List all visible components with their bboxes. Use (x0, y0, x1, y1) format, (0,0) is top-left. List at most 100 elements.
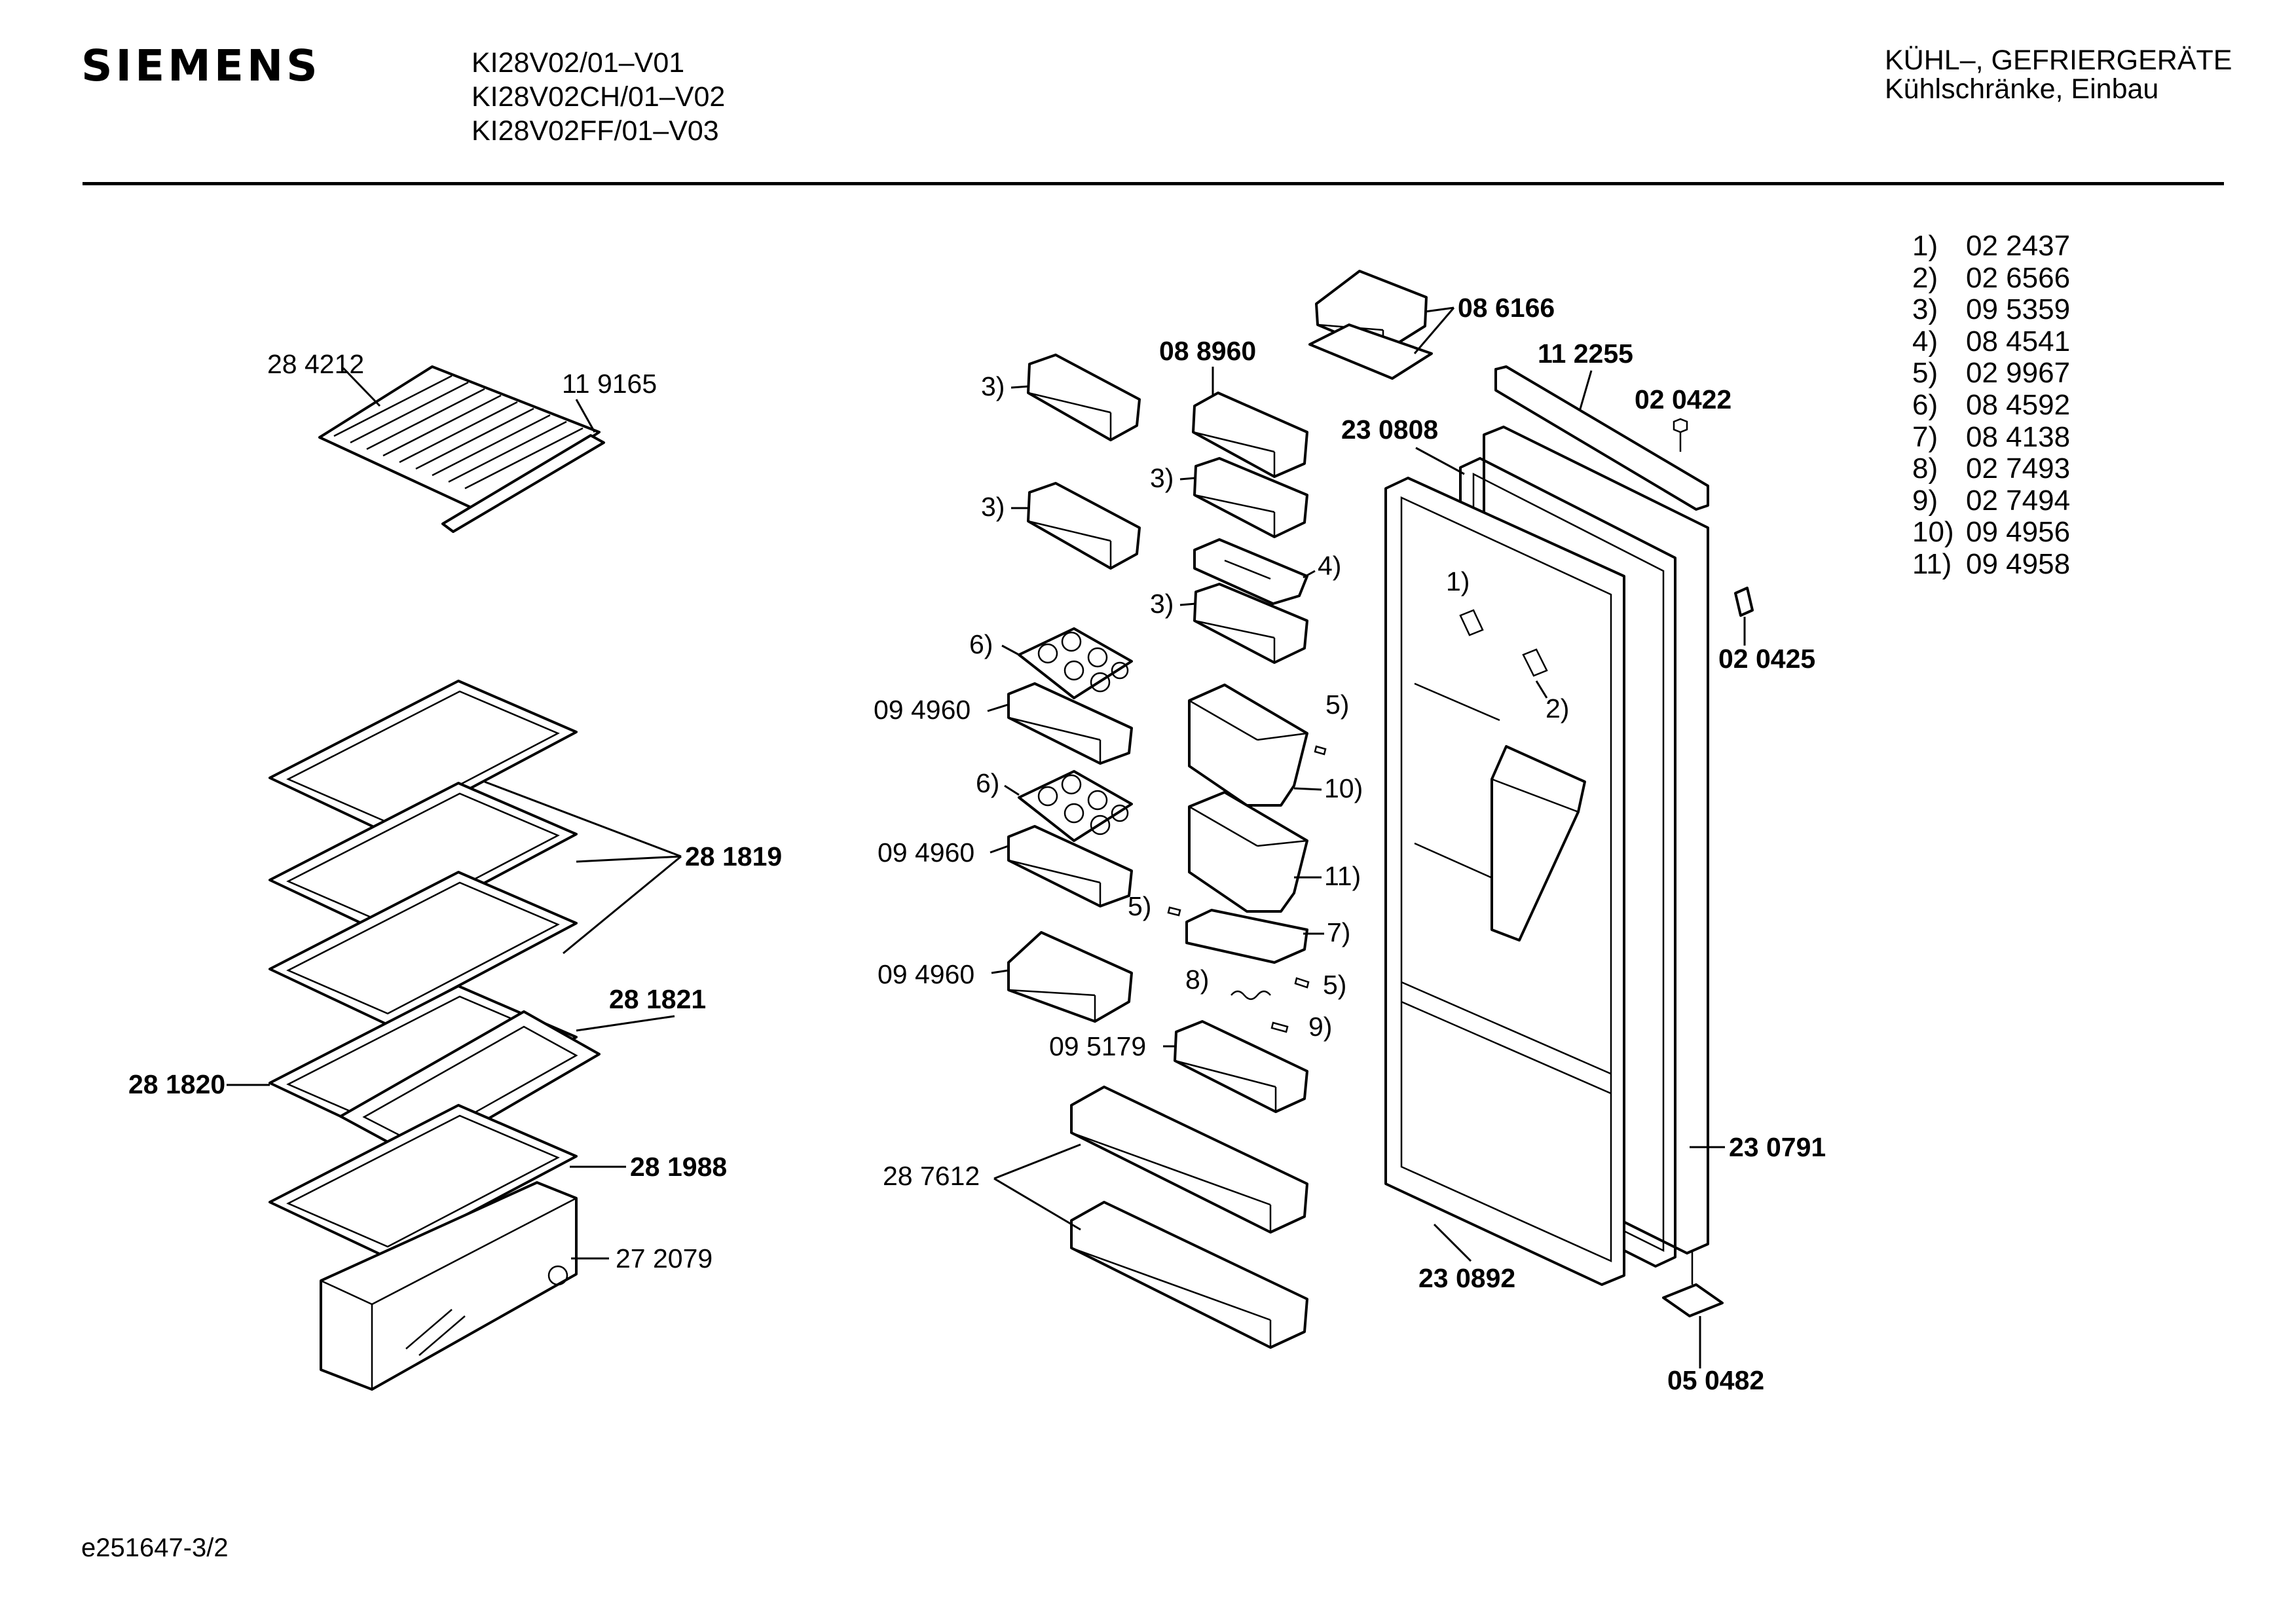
part-label: 11 2255 (1538, 339, 1633, 369)
door-bin-large (1070, 1086, 1308, 1234)
leader-line (1293, 787, 1322, 791)
part-label: 28 1820 (128, 1069, 225, 1099)
part-label: 09 5179 (1049, 1031, 1146, 1061)
door-bin (1027, 482, 1141, 570)
callout-label: 8) (1185, 964, 1209, 995)
egg-tray (1018, 770, 1133, 842)
legend-row: 11) 09 4958 (1912, 547, 2071, 581)
catch-2 (1522, 648, 1548, 677)
legend-part-number: 08 4138 (1966, 420, 2071, 453)
legend-part-number: 08 4592 (1966, 388, 2071, 421)
legend-part-number: 02 7494 (1966, 484, 2071, 517)
legend-row: 5)02 9967 (1912, 357, 2070, 390)
leader-line (576, 1015, 675, 1032)
catch-1 (1459, 609, 1484, 636)
leader-line (993, 1177, 1081, 1231)
leader-line (1004, 784, 1020, 796)
leader-line (484, 780, 682, 858)
part-label: 08 8960 (1159, 336, 1256, 366)
legend-row: 8)02 7493 (1912, 453, 2070, 485)
part-label: 05 0482 (1667, 1365, 1764, 1395)
legend-part-number: 08 4541 (1966, 325, 2071, 357)
legend-index: 1) (1912, 230, 1938, 262)
part-label: 09 4960 (874, 695, 971, 725)
leader-line (575, 399, 596, 433)
model-number: KI28V02FF/01–V03 (472, 115, 719, 147)
callout-label: 11) (1324, 861, 1361, 891)
legend-index: 10) (1912, 516, 1954, 549)
part-label: 28 4212 (267, 349, 364, 379)
legend-index: 5) (1912, 357, 1938, 390)
callout-label: 9) (1308, 1012, 1332, 1042)
leader-line (563, 855, 682, 955)
leader-line (991, 969, 1009, 974)
legend-part-number: 02 7493 (1966, 452, 2071, 485)
legend-index: 11) (1912, 547, 1952, 580)
egg-tray-box (1007, 825, 1133, 907)
leader-line (1001, 644, 1020, 656)
callout-label: 1) (1446, 566, 1470, 596)
bottom-hinge (1662, 1252, 1724, 1317)
egg-tray-box (1007, 682, 1133, 765)
part-label: 23 0791 (1729, 1132, 1826, 1162)
legend-part-number: 02 6566 (1966, 261, 2071, 294)
door-liner (1384, 477, 1625, 1286)
screw-icon (1167, 906, 1181, 917)
spring-icon (1231, 990, 1271, 1000)
leader-line (1535, 680, 1548, 699)
screw-icon (1294, 977, 1310, 989)
leader-line (990, 845, 1009, 854)
hinge-bracket (1185, 909, 1308, 964)
hinge-bar (1494, 365, 1709, 511)
legend-index: 2) (1912, 261, 1938, 294)
grid-shelf (318, 365, 605, 533)
legend-row: 2) 02 6566 (1912, 261, 2071, 295)
glass-shelf (268, 871, 578, 1025)
butter-bin (1174, 1020, 1308, 1113)
glass-shelf (268, 782, 578, 936)
leader-line (1010, 385, 1030, 389)
glass-shelf (268, 680, 578, 834)
part-label: 11 9165 (562, 369, 657, 399)
legend-part-number: 09 4958 (1966, 547, 2071, 580)
callout-label: 6) (969, 629, 993, 659)
callout-label: 3) (1150, 589, 1174, 619)
door-bin (1027, 354, 1141, 441)
part-label: 28 1821 (609, 984, 706, 1014)
category-title: KÜHL–, GEFRIERGERÄTE (1885, 45, 2232, 76)
drawing-id: e251647-3/2 (81, 1533, 229, 1562)
legend-row: 1)02 2437 (1912, 230, 2070, 263)
part-label: 08 6166 (1458, 293, 1555, 323)
callout-label: 5) (1128, 891, 1151, 921)
door-bin (1193, 457, 1308, 538)
legend-row: 6)08 4592 (1912, 388, 2071, 422)
callout-label: 10) (1324, 773, 1363, 803)
model-number: KI28V02CH/01–V02 (472, 81, 726, 113)
part-label: 27 2079 (616, 1243, 713, 1273)
part-label: 02 0425 (1718, 644, 1815, 674)
callout-label: 7) (1327, 917, 1350, 947)
egg-tray (1018, 627, 1133, 699)
top-lid (1308, 270, 1433, 380)
part-label: 28 1988 (630, 1152, 727, 1182)
part-label: 23 0892 (1418, 1263, 1515, 1293)
clip (1734, 587, 1754, 617)
model-list: KI28V02/01–V01 KI28V02CH/01–V02 KI28V02F… (472, 46, 725, 148)
callout-label: 3) (1150, 463, 1174, 493)
part-label: 02 0422 (1635, 384, 1731, 414)
callout-label: 5) (1325, 689, 1349, 720)
leader-line (1179, 477, 1196, 481)
leader-line (1179, 602, 1196, 606)
callout-label: 3) (981, 492, 1005, 522)
part-label: 28 1819 (685, 841, 782, 871)
legend-row: 4)08 4541 (1912, 325, 2071, 358)
legend-index: 3) (1912, 293, 1938, 326)
pin-icon (1270, 1021, 1289, 1033)
parts-legend: 1)02 2437 2)02 6566 3)09 5359 4)08 4541 … (1912, 230, 2070, 581)
leader-line (1303, 570, 1316, 579)
leader-line (342, 367, 381, 407)
category-subtitle: Kühlschränke, Einbau (1885, 73, 2159, 105)
leader-line (1433, 1223, 1472, 1262)
screw-icon (1314, 745, 1327, 756)
